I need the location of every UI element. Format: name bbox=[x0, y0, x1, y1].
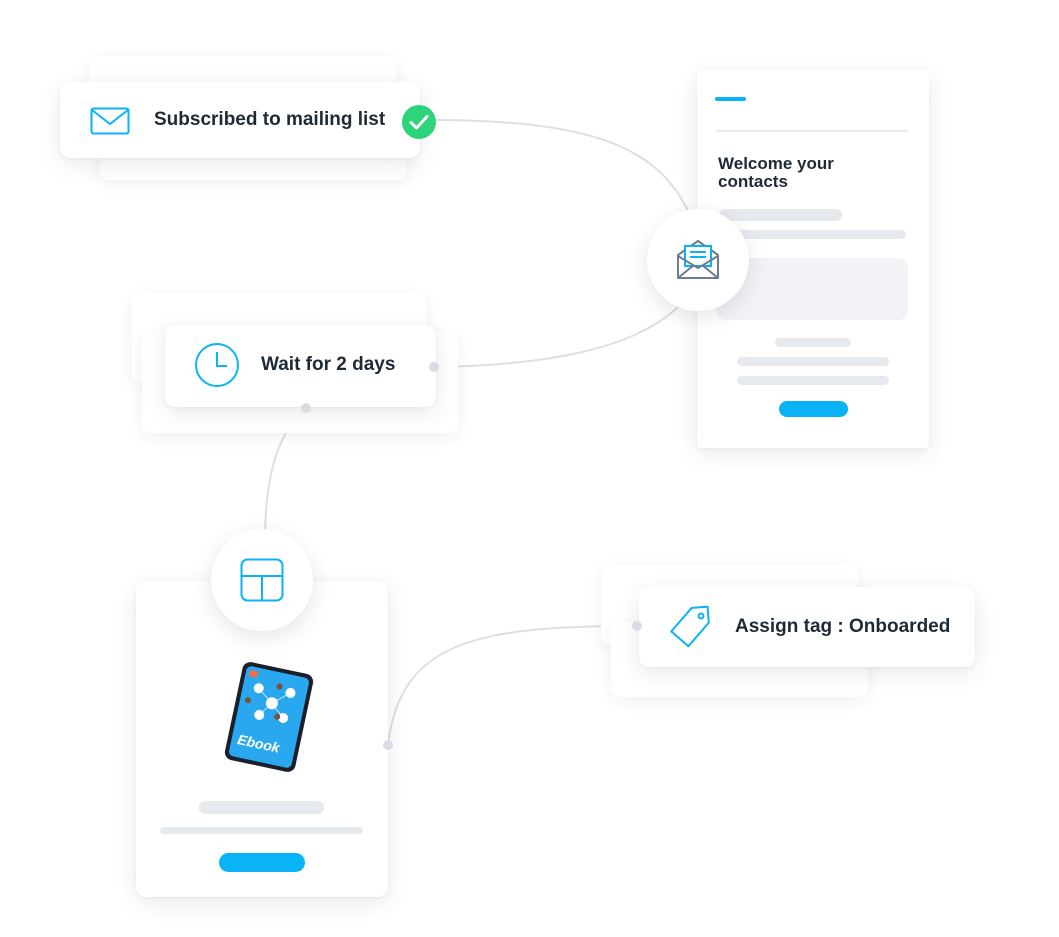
ebook-tablet-illustration: Ebook bbox=[223, 660, 315, 774]
email-heading: Welcome your contacts bbox=[718, 154, 834, 191]
connector-dot bbox=[429, 362, 439, 372]
email-placeholder-line bbox=[719, 209, 842, 221]
step-card-subscribed[interactable]: Subscribed to mailing list bbox=[60, 82, 420, 158]
connector-ebook-to-tag bbox=[387, 625, 638, 746]
step-label-assign-tag: Assign tag : Onboarded bbox=[735, 616, 951, 637]
connector-dot bbox=[301, 403, 311, 413]
step-label-subscribed: Subscribed to mailing list bbox=[154, 109, 386, 130]
email-placeholder-line bbox=[737, 376, 889, 385]
connector-dot bbox=[383, 740, 393, 750]
connector-dot bbox=[632, 621, 642, 631]
step-card-assign-tag[interactable]: Assign tag : Onboarded bbox=[639, 587, 975, 667]
email-cta-button[interactable] bbox=[779, 401, 848, 417]
clock-icon bbox=[194, 342, 240, 393]
ebook-placeholder-line bbox=[160, 827, 363, 834]
envelope-icon bbox=[90, 107, 130, 140]
ebook-node-circle[interactable] bbox=[211, 529, 313, 631]
email-placeholder-line bbox=[775, 338, 851, 347]
email-placeholder-line bbox=[719, 230, 906, 239]
email-node-circle[interactable] bbox=[647, 209, 749, 311]
check-icon bbox=[401, 104, 437, 145]
email-divider bbox=[716, 130, 908, 132]
ebook-placeholder-line bbox=[199, 801, 324, 814]
tag-icon bbox=[669, 605, 713, 654]
email-preview-card[interactable]: Welcome your contacts bbox=[697, 70, 929, 448]
step-card-wait[interactable]: Wait for 2 days bbox=[165, 325, 436, 407]
open-envelope-icon bbox=[676, 237, 720, 286]
email-accent-bar bbox=[715, 97, 746, 101]
ebook-cta-button[interactable] bbox=[219, 853, 305, 872]
layout-icon bbox=[240, 558, 284, 607]
connector-email-to-wait bbox=[434, 304, 681, 368]
email-placeholder-line bbox=[737, 357, 889, 366]
connector-subscribed-to-email bbox=[429, 119, 691, 216]
step-label-wait: Wait for 2 days bbox=[261, 354, 396, 375]
